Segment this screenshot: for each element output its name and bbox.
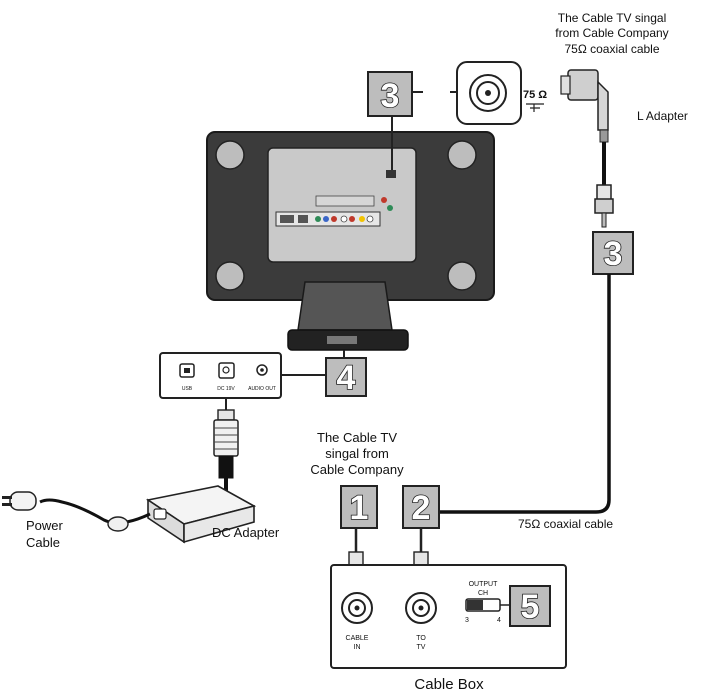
coax-cable-label: 75Ω coaxial cable (518, 517, 613, 531)
tv-foot-bottom-right (447, 261, 477, 291)
dc-input-panel: USB DC 19V AUDIO OUT (159, 352, 282, 399)
callout-1-number: 1 (350, 489, 369, 527)
channel-3-label: 3 (465, 617, 469, 624)
mid-signal-label-line3: Cable Company (310, 462, 404, 477)
l-adapter (560, 69, 609, 143)
callout-3-mid: 3 (592, 231, 634, 275)
coax-cable-to-box (438, 274, 611, 514)
tv-coax-port (386, 170, 396, 178)
tv-foot-top-right (447, 140, 477, 170)
top-signal-label-line3: 75Ω coaxial cable (564, 42, 659, 56)
callout-3-top-number: 3 (381, 77, 400, 115)
callout-4: 4 (325, 357, 367, 398)
output-label-line2: CH (478, 590, 488, 597)
power-plug (2, 491, 37, 511)
cable-box: CABLE IN TO TV OUTPUT CH 3 4 (330, 564, 567, 669)
tv-foot-top-left (215, 140, 245, 170)
cable-in-label-line2: IN (354, 644, 361, 651)
mid-signal-label-line1: The Cable TV (317, 430, 397, 445)
callout-2: 2 (402, 485, 440, 529)
panel-usb-label: USB (182, 386, 193, 392)
callout-5: 5 (509, 585, 551, 627)
callout-3-mid-number: 3 (604, 235, 623, 273)
panel-headphone-label: AUDIO OUT (248, 386, 276, 392)
to-tv-label-line1: TO (416, 635, 426, 642)
tv-stand-neck (297, 281, 393, 331)
cable-box-label: Cable Box (414, 676, 484, 693)
top-signal-label-line2: from Cable Company (555, 26, 668, 40)
output-label-line1: OUTPUT (469, 581, 499, 588)
callout-4-number: 4 (337, 359, 356, 397)
power-cable-label-line1: Power (26, 518, 64, 533)
tv-foot-bottom-left (215, 261, 245, 291)
mid-signal-label-line2: singal from (325, 446, 389, 461)
dc-plug (213, 409, 239, 479)
panel-dc-label: DC 19V (217, 386, 235, 392)
callout-2-number: 2 (412, 489, 431, 527)
top-signal-label-line1: The Cable TV singal (558, 11, 667, 25)
callout-1: 1 (340, 485, 378, 529)
coax-port-label: 75 Ω (523, 89, 547, 101)
tv-rear (206, 131, 495, 351)
cable-in-label-line1: CABLE (346, 635, 369, 642)
channel-4-label: 4 (497, 617, 501, 624)
coax-f-connector (594, 184, 614, 228)
dc-adapter-label: DC Adapter (212, 525, 280, 540)
callout-5-number: 5 (521, 588, 540, 626)
callout-3-top: 3 (367, 71, 413, 117)
power-cable-label-line2: Cable (26, 535, 60, 550)
dc-adapter (145, 485, 257, 544)
coax-wall-port (456, 61, 522, 125)
l-adapter-label: L Adapter (637, 109, 688, 123)
power-cable-strain-relief (107, 516, 129, 532)
to-tv-label-line2: TV (417, 644, 426, 651)
